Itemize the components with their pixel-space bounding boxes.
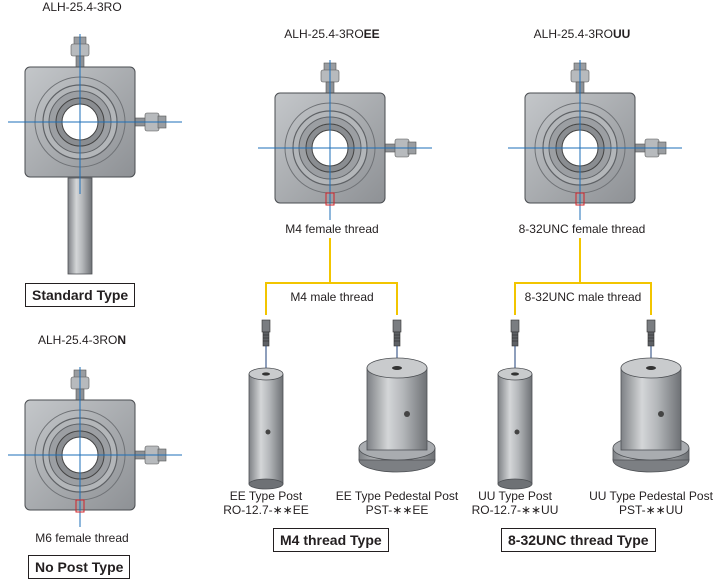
model-label-standard: ALH-25.4-3RO [42,0,122,14]
ee-pedestal-name: EE Type Pedestal Post [335,489,459,503]
m4-connector [265,238,398,315]
ee-post-code: RO-12.7-∗∗EE [223,503,309,517]
ee-post-drawing [248,319,284,490]
m4-male-thread-label: M4 male thread [290,290,374,304]
m4-female-thread-label: M4 female thread [285,222,379,236]
m4-thread-type-box: M4 thread Type [273,528,389,552]
m6-female-thread-label: M6 female thread [35,531,129,545]
ee-pedestal-code: PST-∗∗EE [365,503,429,517]
model-label-uu: ALH-25.4-3ROUU [533,27,631,41]
standard-holder-drawing [7,33,183,275]
model-label-no-post: ALH-25.4-3RON [37,333,127,347]
ee-post-name: EE Type Post [229,489,303,503]
ee-pedestal-drawing [358,319,436,473]
uu-pedestal-code: PST-∗∗UU [618,503,684,517]
ee-holder-drawing [257,59,433,221]
uu-holder-drawing [507,59,683,221]
unc-thread-type-box: 8-32UNC thread Type [501,528,656,552]
no-post-type-box: No Post Type [28,555,131,579]
model-label-ee: ALH-25.4-3ROEE [284,27,380,41]
uu-post-name: UU Type Post [478,489,552,503]
unc-connector [514,238,652,315]
uu-post-code: RO-12.7-∗∗UU [471,503,559,517]
unc-female-thread-label: 8-32UNC female thread [518,222,646,236]
uu-post-drawing [497,319,533,490]
unc-male-thread-label: 8-32UNC male thread [524,290,642,304]
uu-pedestal-drawing [612,319,690,473]
uu-pedestal-name: UU Type Pedestal Post [589,489,713,503]
standard-type-box: Standard Type [25,283,136,307]
no-post-holder-drawing [7,366,183,528]
